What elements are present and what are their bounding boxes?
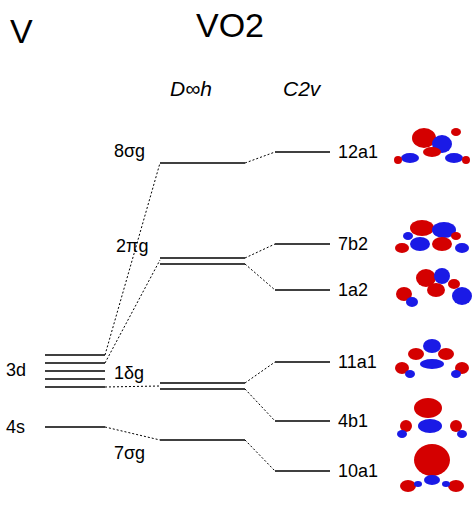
point-group: C2v [283,78,320,99]
orbital-label: 12a1 [338,143,378,161]
orbital-label: 7b2 [338,235,368,253]
orbital-label: 1δg [114,364,144,382]
orbital-label: 4b1 [338,412,368,430]
orbital-pictures [394,128,472,492]
orbital-label: 4s [6,418,25,436]
molecule-label: VO2 [196,8,264,42]
orbital-label: 3d [6,361,26,379]
atom-label: V [10,14,33,48]
point-group: D∞h [170,78,212,99]
orbital-label: 1a2 [338,281,368,299]
correlation-lines [105,152,275,471]
orbital-label: 8σg [114,142,145,160]
orbital-label: 11a1 [338,353,377,371]
orbital-label: 2πg [116,237,148,255]
energy-levels [45,152,330,471]
orbital-label: 7σg [114,444,145,462]
orbital-label: 10a1 [338,462,378,480]
